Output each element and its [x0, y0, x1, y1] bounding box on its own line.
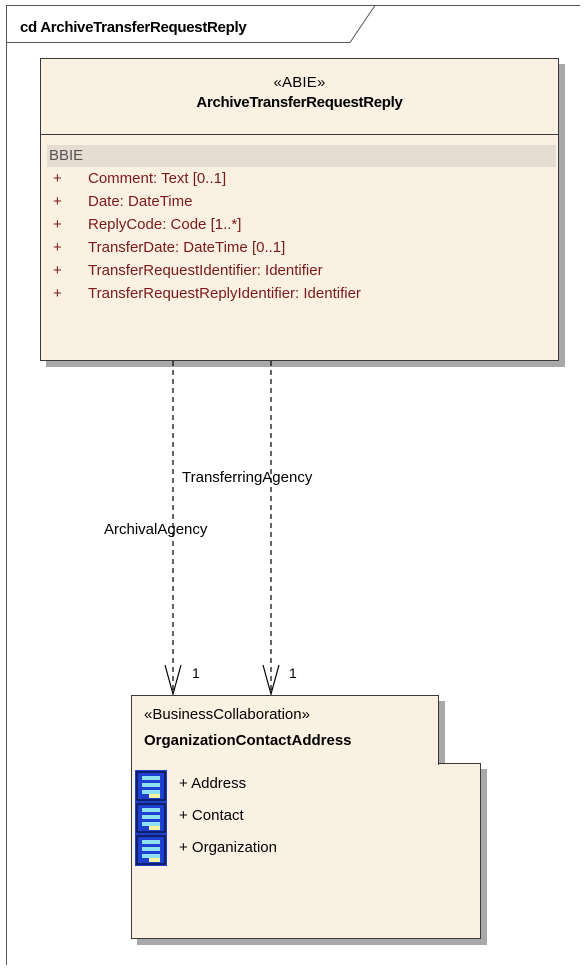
part-icon: [135, 834, 167, 866]
collaboration-stereotype: «BusinessCollaboration»: [144, 706, 310, 723]
attribute-row[interactable]: + ReplyCode: Code [1..*]: [41, 213, 558, 236]
attribute-text: Comment: Text [0..1]: [88, 170, 227, 187]
archival-agency-role: ArchivalAgency: [104, 521, 208, 538]
part-label: + Organization: [179, 839, 277, 856]
transferring-agency-multiplicity: 1: [289, 665, 297, 681]
collaboration-part[interactable]: + Address: [135, 770, 455, 802]
attribute-row[interactable]: + Comment: Text [0..1]: [41, 167, 558, 190]
collaboration-part[interactable]: + Contact: [135, 802, 455, 834]
transferring-agency-connector[interactable]: [262, 361, 280, 697]
attribute-visibility: +: [53, 239, 62, 256]
attribute-visibility: +: [53, 193, 62, 210]
part-label: + Address: [179, 775, 247, 792]
attribute-row[interactable]: + TransferRequestIdentifier: Identifier: [41, 259, 558, 282]
abie-stereotype: «ABIE»: [273, 74, 326, 91]
bbie-section-label: BBIE: [47, 145, 556, 167]
collaboration-part[interactable]: + Organization: [135, 834, 455, 866]
abie-class-box[interactable]: «ABIE» ArchiveTransferRequestReply BBIE …: [40, 58, 559, 361]
part-label: + Contact: [179, 807, 244, 824]
diagram-kind: cd: [20, 19, 37, 36]
attribute-row[interactable]: + Date: DateTime: [41, 190, 558, 213]
part-icon: [135, 770, 167, 802]
abie-header: «ABIE» ArchiveTransferRequestReply: [41, 59, 558, 135]
attribute-row[interactable]: + TransferDate: DateTime [0..1]: [41, 236, 558, 259]
attribute-list: + Comment: Text [0..1] + Date: DateTime …: [41, 167, 558, 305]
collaboration-body[interactable]: + Address + Contact + Organization: [131, 763, 481, 939]
attribute-visibility: +: [53, 216, 62, 233]
attribute-visibility: +: [53, 262, 62, 279]
attribute-text: ReplyCode: Code [1..*]: [88, 216, 242, 233]
attribute-row[interactable]: + TransferRequestReplyIdentifier: Identi…: [41, 282, 558, 305]
part-icon: [135, 802, 167, 834]
abie-class-name: ArchiveTransferRequestReply: [196, 94, 403, 111]
frame-tab-outline: [6, 5, 376, 43]
archival-agency-connector[interactable]: [164, 361, 182, 697]
collaboration-name: OrganizationContactAddress: [144, 732, 352, 749]
diagram-frame-tab: cd ArchiveTransferRequestReply: [6, 5, 376, 43]
attribute-text: TransferRequestIdentifier: Identifier: [88, 262, 323, 279]
diagram-name: ArchiveTransferRequestReply: [40, 19, 247, 36]
diagram-frame: [6, 5, 580, 965]
attribute-text: Date: DateTime: [88, 193, 193, 210]
archival-agency-multiplicity: 1: [192, 665, 200, 681]
attribute-visibility: +: [53, 170, 62, 187]
attribute-text: TransferRequestReplyIdentifier: Identifi…: [88, 285, 361, 302]
diagram-title: cd ArchiveTransferRequestReply: [20, 19, 247, 36]
collaboration-header[interactable]: «BusinessCollaboration» OrganizationCont…: [131, 695, 439, 765]
attribute-text: TransferDate: DateTime [0..1]: [88, 239, 286, 256]
attribute-visibility: +: [53, 285, 62, 302]
transferring-agency-role: TransferringAgency: [182, 469, 313, 486]
